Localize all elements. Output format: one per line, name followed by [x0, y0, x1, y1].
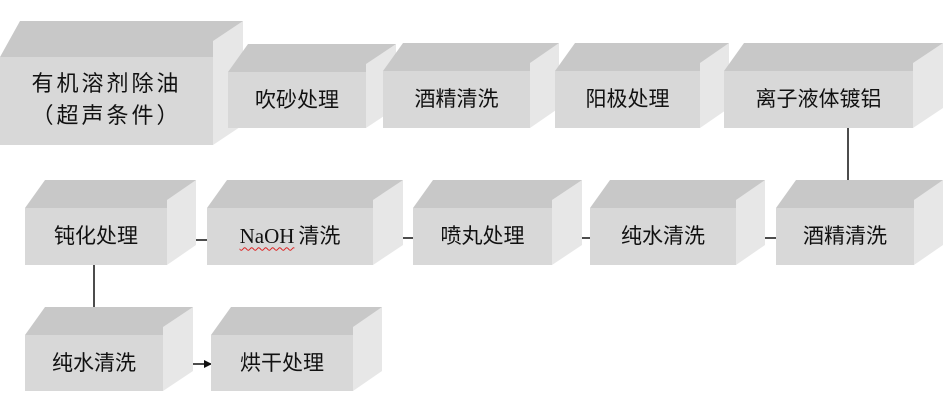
- step-s1: 有机溶剂除油 （超声条件）: [0, 21, 243, 145]
- step-s8-label: 喷丸处理: [440, 224, 525, 249]
- step-s1-sublabel: （超声条件）: [31, 104, 182, 129]
- step-s2: 吹砂处理: [228, 44, 396, 128]
- step-s3: 酒精清洗: [383, 43, 559, 128]
- step-s9-label: 清洗: [298, 224, 341, 249]
- step-s5: 离子液体镀铝: [724, 43, 943, 128]
- step-s10: 钝化处理: [25, 180, 196, 265]
- step-s5-label: 离子液体镀铝: [755, 87, 882, 112]
- step-s8: 喷丸处理: [413, 180, 582, 265]
- step-s4: 阳极处理: [555, 43, 729, 128]
- step-s11-label: 纯水清洗: [52, 350, 136, 375]
- step-s11: 纯水清洗: [25, 307, 193, 391]
- step-s7: 纯水清洗: [590, 180, 765, 265]
- step-s12: 烘干处理: [211, 307, 382, 391]
- step-s10-label: 钝化处理: [54, 224, 138, 249]
- step-s9: NaOH 清洗: [207, 180, 403, 265]
- step-s7-label: 纯水清洗: [621, 224, 705, 249]
- step-s2-label: 吹砂处理: [255, 87, 339, 112]
- step-s6: 酒精清洗: [776, 180, 943, 265]
- step-s12-label: 烘干处理: [240, 350, 324, 375]
- step-s6-label: 酒精清洗: [803, 224, 887, 249]
- step-s1-label: 有机溶剂除油: [31, 72, 182, 98]
- step-s3-label: 酒精清洗: [414, 87, 499, 112]
- step-s9-prefix: NaOH: [239, 224, 295, 249]
- step-s4-label: 阳极处理: [585, 87, 670, 112]
